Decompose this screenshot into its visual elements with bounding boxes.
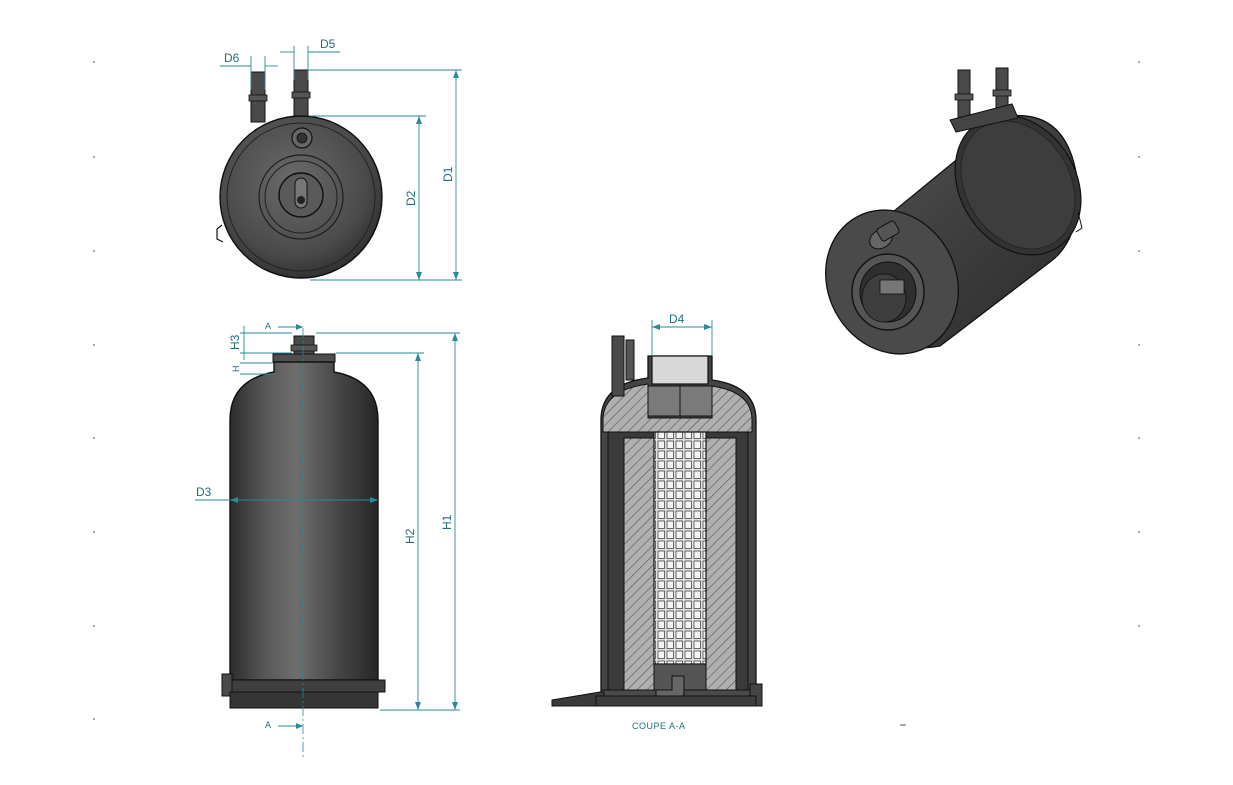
top-view-dimensions: D6 D5 D1 D2 xyxy=(220,37,462,281)
dimension-d5-label: D5 xyxy=(320,37,336,51)
section-mark-top: A xyxy=(265,321,272,331)
isometric-view xyxy=(825,67,1083,355)
dimension-d4-label: D4 xyxy=(669,312,685,326)
filter-media-left xyxy=(623,437,655,691)
section-marks: A A xyxy=(265,321,303,730)
dimension-h-label: H xyxy=(231,366,241,373)
dimension-d6-label: D6 xyxy=(224,51,240,65)
section-view xyxy=(551,335,763,707)
filter-core xyxy=(653,431,707,665)
side-view xyxy=(221,335,386,709)
dimension-h1-label: H1 xyxy=(440,514,454,530)
dimension-h3-label: H3 xyxy=(228,334,242,350)
filter-media-right xyxy=(705,437,737,691)
side-view-dimensions: H1 H2 H3 H D3 xyxy=(195,326,460,711)
top-view xyxy=(216,69,383,279)
dimension-d2-label: D2 xyxy=(404,190,418,206)
dimension-h2-label: H2 xyxy=(403,528,417,544)
housing-side-outline xyxy=(229,361,379,681)
section-caption: COUPE A-A xyxy=(632,721,686,731)
section-mark-bottom: A xyxy=(265,720,272,730)
dimension-d1-label: D1 xyxy=(441,166,455,182)
section-view-dimensions: D4 COUPE A-A xyxy=(632,312,713,731)
sheet-border-ticks xyxy=(93,61,1140,726)
dimension-d3-label: D3 xyxy=(196,485,212,499)
